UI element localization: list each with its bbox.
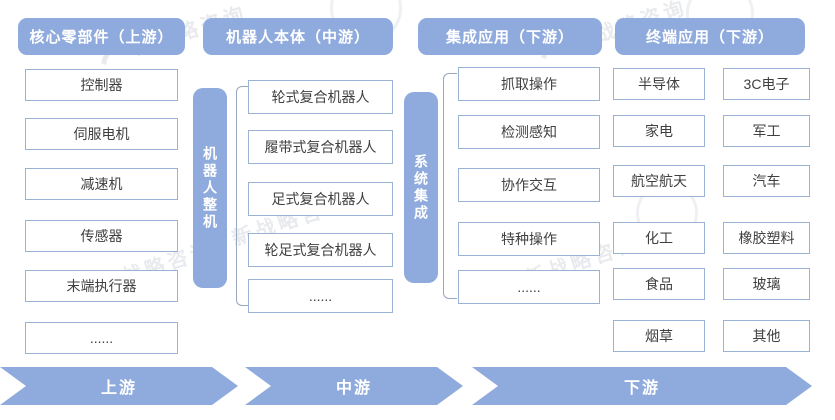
- terminal-item-rubber-plastics: 橡胶塑料: [723, 222, 810, 254]
- terminal-item-aerospace: 航空航天: [613, 165, 705, 197]
- upstream-item-reducer: 减速机: [25, 168, 178, 200]
- integration-item-special-operation: 特种操作: [458, 222, 600, 256]
- flow-arrow-midstream: 中游: [245, 367, 463, 405]
- terminal-item-tobacco: 烟草: [613, 320, 705, 352]
- upstream-item-controller: 控制器: [25, 69, 178, 101]
- side-label-robot-whole-machine: 机器人整机: [193, 88, 227, 288]
- midstream-item-ellipsis: ......: [248, 279, 393, 313]
- terminal-item-military: 军工: [723, 115, 810, 147]
- midstream-item-tracked-robot: 履带式复合机器人: [248, 130, 393, 164]
- midstream-item-wheeled-robot: 轮式复合机器人: [248, 80, 393, 114]
- side-label-system-integration: 系统集成: [404, 92, 438, 283]
- terminal-item-glass: 玻璃: [723, 268, 810, 300]
- midstream-item-wheel-legged-robot: 轮足式复合机器人: [248, 233, 393, 267]
- upstream-item-end-effector: 末端执行器: [25, 270, 178, 302]
- flow-arrow-upstream: 上游: [0, 367, 238, 405]
- integration-item-grasping: 抓取操作: [458, 67, 600, 101]
- flow-arrow-downstream: 下游: [472, 367, 812, 405]
- terminal-item-chemical: 化工: [613, 222, 705, 254]
- upstream-item-ellipsis: ......: [25, 322, 178, 354]
- midstream-bracket: [236, 86, 248, 306]
- terminal-item-3c-electronics: 3C电子: [723, 68, 810, 100]
- header-robot-body-midstream: 机器人本体（中游）: [203, 18, 393, 55]
- integration-item-detection: 检测感知: [458, 115, 600, 149]
- integration-bracket: [443, 73, 457, 299]
- terminal-item-automotive: 汽车: [723, 165, 810, 197]
- header-core-components-upstream: 核心零部件（上游）: [18, 18, 185, 55]
- upstream-item-sensor: 传感器: [25, 220, 178, 252]
- midstream-item-legged-robot: 足式复合机器人: [248, 182, 393, 216]
- terminal-item-other: 其他: [723, 320, 810, 352]
- upstream-item-servo-motor: 伺服电机: [25, 118, 178, 150]
- integration-item-collaboration: 协作交互: [458, 168, 600, 202]
- header-integrated-application-downstream: 集成应用（下游）: [418, 18, 602, 55]
- terminal-item-home-appliance: 家电: [613, 115, 705, 147]
- terminal-item-semiconductor: 半导体: [613, 68, 705, 100]
- terminal-item-food: 食品: [613, 268, 705, 300]
- header-terminal-application-downstream: 终端应用（下游）: [615, 18, 805, 55]
- integration-item-ellipsis: ......: [458, 270, 600, 304]
